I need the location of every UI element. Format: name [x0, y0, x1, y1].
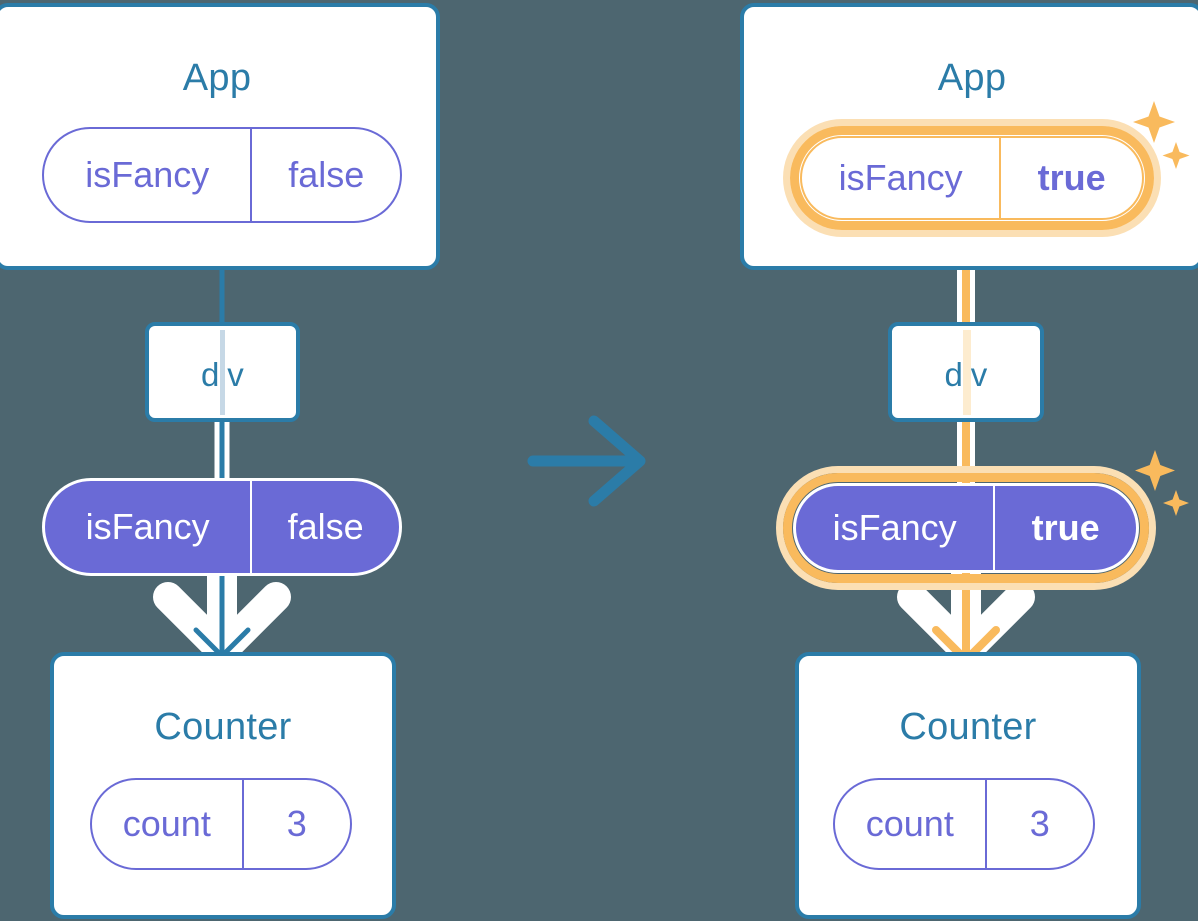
counter-state-pill-key-cell-right: count	[835, 780, 985, 868]
prop-key-right: isFancy	[832, 507, 957, 548]
counter-state-pill-left[interactable]: count 3	[90, 778, 352, 870]
counter-state-value-left: 3	[286, 803, 307, 844]
app-state-pill-value-cell-right: true	[999, 138, 1142, 218]
counter-state-pill-right[interactable]: count 3	[833, 778, 1095, 870]
counter-state-pill-value-cell-right: 3	[984, 780, 1093, 868]
app-state-value-left: false	[288, 154, 365, 195]
prop-value-left: false	[287, 506, 364, 547]
counter-state-pill-key-cell-left: count	[92, 780, 242, 868]
prop-pill-left[interactable]: isFancy false	[42, 478, 402, 576]
counter-state-key-left: count	[122, 803, 211, 844]
arrow-prop-to-counter-left	[193, 567, 251, 659]
edge-through-div-left	[220, 330, 225, 415]
prop-pill-value-cell-right: true	[993, 486, 1136, 570]
app-state-pill-key-cell-left: isFancy	[44, 129, 250, 221]
counter-node-box-right[interactable]: Counter	[795, 652, 1141, 919]
prop-pill-right[interactable]: isFancy true	[793, 483, 1139, 573]
counter-node-title-left: Counter	[154, 706, 292, 748]
app-state-pill-right[interactable]: isFancy true	[800, 136, 1144, 220]
prop-pill-key-cell-right: isFancy	[796, 486, 993, 570]
app-state-value-right: true	[1037, 157, 1106, 198]
app-state-pill-left[interactable]: isFancy false	[42, 127, 402, 223]
counter-node-title-right: Counter	[899, 706, 1037, 748]
counter-state-pill-value-cell-left: 3	[241, 780, 350, 868]
app-state-key-left: isFancy	[85, 154, 210, 195]
app-node-title-right: App	[937, 57, 1007, 99]
app-node-title-left: App	[182, 57, 252, 99]
prop-pill-value-cell-left: false	[250, 481, 399, 573]
arrow-right-icon	[527, 415, 646, 507]
prop-value-right: true	[1031, 507, 1100, 548]
counter-state-key-right: count	[865, 803, 954, 844]
edge-through-div-right	[963, 330, 971, 415]
app-state-pill-key-cell-right: isFancy	[802, 138, 999, 218]
counter-state-value-right: 3	[1029, 803, 1050, 844]
app-state-pill-value-cell-left: false	[250, 129, 400, 221]
prop-key-left: isFancy	[85, 506, 210, 547]
app-state-key-right: isFancy	[838, 157, 963, 198]
prop-pill-key-cell-left: isFancy	[45, 481, 250, 573]
